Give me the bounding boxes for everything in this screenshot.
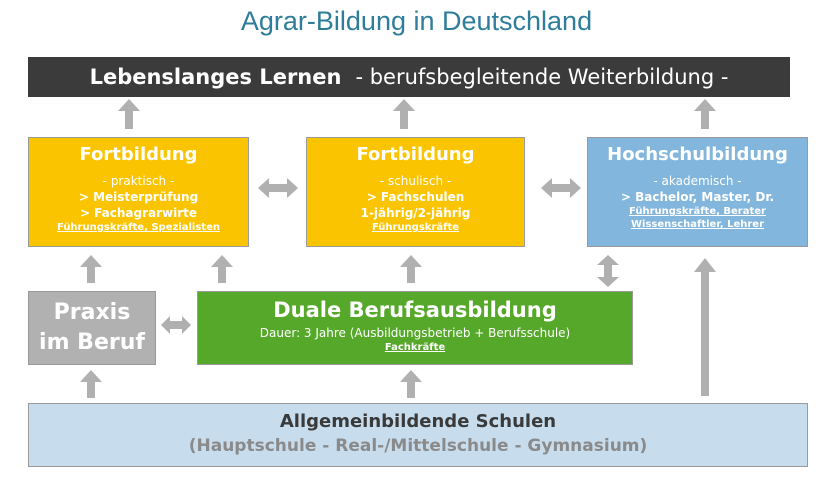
list-item: > Fachagrarwirte bbox=[79, 206, 198, 220]
box-subtitle: - schulisch - bbox=[379, 174, 452, 188]
lifelong-learning-bar: Lebenslanges Lernen - berufsbegleitende … bbox=[28, 57, 790, 97]
box-subtitle: - praktisch - bbox=[102, 174, 175, 188]
arrow-up-icon bbox=[400, 370, 422, 398]
arrow-up-icon bbox=[80, 370, 102, 398]
vertical-double-arrow-icon bbox=[597, 255, 619, 287]
box-title: Duale Berufsausbildung bbox=[273, 298, 557, 322]
fortbildung-praktisch-box: Fortbildung - praktisch - > Meisterprüfu… bbox=[28, 137, 249, 247]
fortbildung-schulisch-box: Fortbildung - schulisch - > Fachschulen … bbox=[306, 137, 525, 247]
list-item: 1-jährig/2-jährig bbox=[360, 206, 471, 220]
box-subtitle: - akademisch - bbox=[653, 174, 742, 188]
page-title: Agrar-Bildung in Deutschland bbox=[240, 6, 593, 36]
list-item: > Meisterprüfung bbox=[78, 190, 199, 204]
arrow-up-icon bbox=[393, 99, 415, 129]
praxis-im-beruf-box: Praxis im Beruf bbox=[28, 291, 156, 365]
list-item: > Fachschulen bbox=[366, 190, 465, 204]
hochschulbildung-box: Hochschulbildung - akademisch - > Bachel… bbox=[587, 137, 808, 247]
double-arrow-icon bbox=[541, 178, 581, 198]
arrow-up-icon bbox=[211, 255, 233, 283]
box-title: Allgemeinbildende Schulen bbox=[279, 411, 557, 432]
list-item: > Bachelor, Master, Dr. bbox=[620, 190, 775, 204]
box-note: Führungskräfte, Spezialisten bbox=[56, 222, 220, 233]
box-detail: Dauer: 3 Jahre (Ausbildungsbetrieb + Ber… bbox=[259, 326, 571, 340]
box-note: Führungskräfte, Berater bbox=[629, 206, 766, 217]
box-title: Fortbildung bbox=[79, 144, 198, 165]
praxis-line2: im Beruf bbox=[39, 330, 145, 355]
box-title: Hochschulbildung bbox=[607, 144, 788, 165]
box-subtitle: (Hauptschule - Real-/Mittelschule - Gymn… bbox=[188, 436, 648, 456]
box-title: Fortbildung bbox=[356, 144, 475, 165]
arrow-up-icon bbox=[400, 255, 422, 283]
allgemeinbildende-schulen-box: Allgemeinbildende Schulen (Hauptschule -… bbox=[28, 403, 808, 467]
lifelong-learning-subtitle: - berufsbegleitende Weiterbildung - bbox=[355, 65, 729, 89]
praxis-line1: Praxis bbox=[53, 300, 131, 325]
lifelong-learning-label: Lebenslanges Lernen bbox=[89, 65, 342, 89]
arrow-up-icon bbox=[694, 258, 716, 396]
double-arrow-icon bbox=[161, 316, 191, 334]
duale-berufsausbildung-box: Duale Berufsausbildung Dauer: 3 Jahre (A… bbox=[197, 291, 633, 365]
arrow-up-icon bbox=[80, 255, 102, 283]
box-note: Fachkräfte bbox=[384, 342, 446, 353]
box-note: Wissenschaftler, Lehrer bbox=[630, 219, 764, 230]
arrow-up-icon bbox=[118, 99, 140, 129]
box-note: Führungskräfte bbox=[371, 222, 460, 233]
arrow-up-icon bbox=[694, 99, 716, 129]
double-arrow-icon bbox=[258, 178, 298, 198]
